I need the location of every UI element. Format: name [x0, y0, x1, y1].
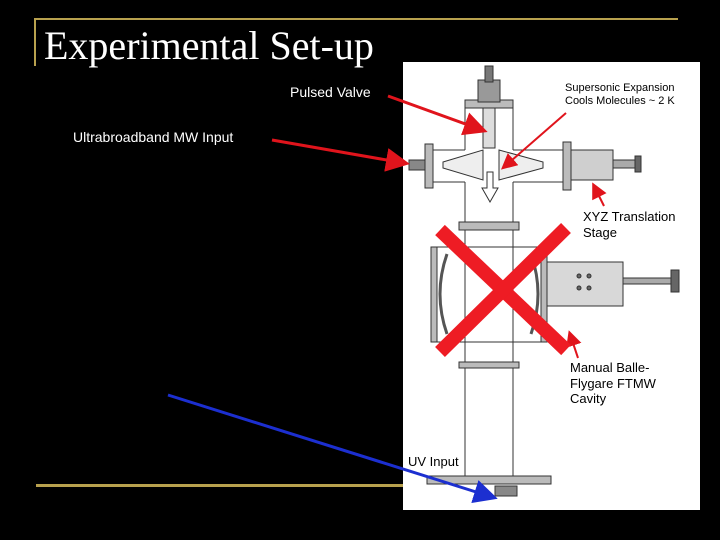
- supersonic-line-1: Supersonic Expansion: [565, 82, 675, 94]
- xyz-line-1: XYZ Translation: [583, 209, 676, 224]
- mid-flange: [458, 221, 520, 231]
- manual-line-1: Manual Balle-: [570, 360, 650, 375]
- apparatus-diagram-panel: Supersonic Expansion Cools Molecules ~ 2…: [403, 62, 700, 510]
- stage-bolt-1: [576, 273, 582, 279]
- stage-bolt-2: [586, 273, 592, 279]
- xyz-arrow: [592, 182, 607, 207]
- bottom-rule: [36, 484, 406, 487]
- uv-input-arrow: [167, 393, 498, 504]
- stage-bolt-3: [576, 285, 582, 291]
- pulsed-valve-label: Pulsed Valve: [290, 84, 371, 100]
- slide-title: Experimental Set-up: [44, 23, 374, 68]
- manual-cavity-arrow: [566, 330, 582, 359]
- manual-line-2: Flygare FTMW: [570, 375, 656, 391]
- left-cavity-mirror: [438, 253, 449, 335]
- xyz-annotation: XYZ Translation Stage: [583, 209, 676, 240]
- xyz-stage-knob: [634, 155, 642, 173]
- manual-cavity-annotation: Manual Balle- Flygare FTMW Cavity: [570, 360, 656, 407]
- xyz-stage-body: [570, 149, 614, 181]
- supersonic-arrow: [500, 112, 567, 170]
- ultrabroadband-arrow: [271, 138, 410, 172]
- ultrabroadband-label: Ultrabroadband MW Input: [73, 129, 234, 145]
- supersonic-line-2: Cools Molecules ~ 2 K: [565, 95, 675, 108]
- cavity-left-wall: [430, 246, 438, 343]
- pulsed-valve-arrow: [387, 94, 488, 136]
- valve-stem: [484, 65, 494, 83]
- top-rule: [34, 18, 678, 20]
- stage-bolt-4: [586, 285, 592, 291]
- uv-input-label: UV Input: [408, 454, 459, 469]
- supersonic-annotation: Supersonic Expansion Cools Molecules ~ 2…: [565, 82, 675, 108]
- xyz-line-2: Stage: [583, 224, 617, 240]
- lower-flange: [458, 361, 520, 369]
- red-cross-mark: [435, 223, 571, 357]
- manual-line-3: Cavity: [570, 391, 607, 407]
- left-rule: [34, 18, 36, 66]
- left-horn: [442, 149, 484, 181]
- cavity-stage-knob: [670, 269, 680, 293]
- flow-arrow: [481, 171, 499, 204]
